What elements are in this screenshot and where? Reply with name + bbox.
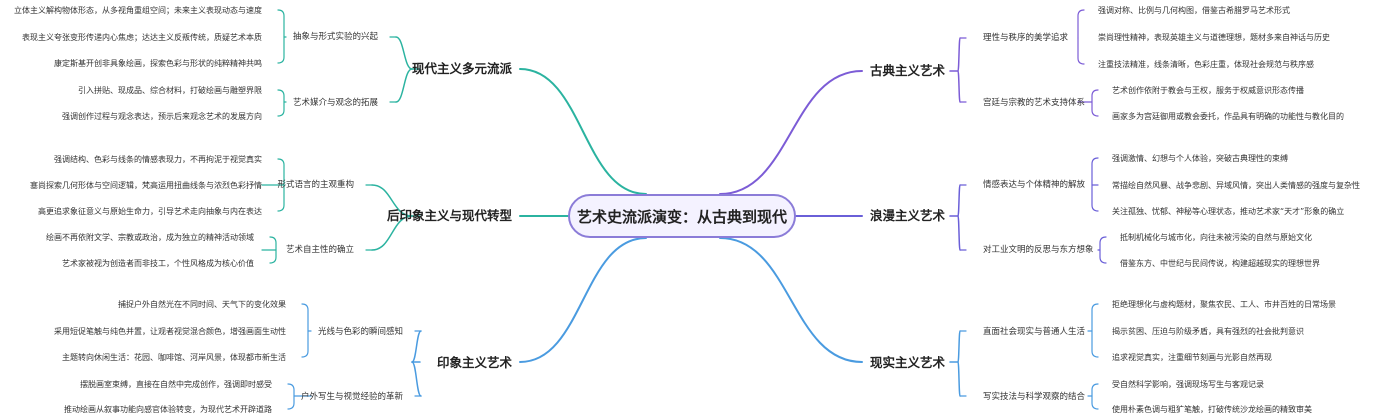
leaf-topic[interactable]: 表现主义夸张变形传递内心焦虑；达达主义反叛传统，质疑艺术本质 [22,33,262,42]
root-topic[interactable]: 艺术史流派演变：从古典到现代 [568,194,796,238]
leaf-topic[interactable]: 强调创作过程与观念表达，预示后来观念艺术的发展方向 [62,112,262,121]
sub-topic[interactable]: 形式语言的主观重构 [277,180,354,190]
branch-romanticism[interactable]: 浪漫主义艺术 [870,208,946,223]
leaf-topic[interactable]: 塞尚探索几何形体与空间逻辑，梵高运用扭曲线条与浓烈色彩抒情 [30,181,262,190]
leaf-bracket [1091,383,1099,410]
sub-topic[interactable]: 理性与秩序的美学追求 [983,33,1069,43]
leaf-topic[interactable]: 艺术创作依附于教会与王权，服务于权威意识形态传播 [1112,86,1304,95]
sub-connector [411,361,422,397]
leaf-topic[interactable]: 高更追求象征意义与原始生命力，引导艺术走向抽象与内在表达 [38,207,262,216]
sub-topic[interactable]: 户外写生与视觉经验的革新 [300,392,403,402]
leaf-topic[interactable]: 关注孤独、忧郁、神秘等心理状态，推动艺术家“天才”形象的确立 [1112,207,1345,216]
leaf-bracket [1077,9,1085,65]
branch-realism[interactable]: 现实主义艺术 [870,355,946,370]
sub-topic[interactable]: 写实技法与科学观察的结合 [983,392,1086,402]
leaf-topic[interactable]: 受自然科学影响，强调现场写生与客观记录 [1112,380,1264,389]
leaf-bracket [301,303,309,358]
leaf-topic[interactable]: 画家多为宫廷御用或教会委托，作品具有明确的功能性与教化目的 [1112,112,1344,121]
sub-topic[interactable]: 情感表达与个体精神的解放 [983,180,1086,190]
leaf-topic[interactable]: 强调激情、幻想与个人体验，突破古典理性的束缚 [1112,154,1288,163]
branch-connector [719,70,863,195]
sub-connector [957,361,961,397]
sub-connector [957,184,961,217]
sub-topic[interactable]: 抽象与形式实验的兴起 [292,32,378,42]
leaf-topic[interactable]: 绘画不再依附文学、宗教或政治，成为独立的精神活动领域 [46,233,254,242]
leaf-bracket [287,383,295,410]
branch-classicism[interactable]: 古典主义艺术 [870,63,946,78]
leaf-bracket [1091,303,1099,358]
leaf-topic[interactable]: 崇尚理性精神，表现英雄主义与道德理想，题材多来自神话与历史 [1098,33,1330,42]
leaf-bracket [277,158,285,212]
leaf-topic[interactable]: 艺术家被视为创造者而非技工，个性风格成为核心价值 [62,259,254,268]
sub-topic[interactable]: 光线与色彩的瞬间感知 [317,327,403,337]
leaf-topic[interactable]: 抵制机械化与城市化，向往未被污染的自然与原始文化 [1120,233,1312,242]
leaf-bracket [277,89,285,117]
leaf-bracket [269,236,277,264]
leaf-topic[interactable]: 推动绘画从叙事功能向感官体验转变，为现代艺术开辟道路 [64,405,272,414]
leaf-topic[interactable]: 使用朴素色调与粗犷笔触，打破传统沙龙绘画的精致审美 [1112,405,1312,414]
branch-connector [719,237,863,363]
leaf-topic[interactable]: 摆脱画室束缚，直接在自然中完成创作，强调即时感受 [80,380,272,389]
leaf-topic[interactable]: 康定斯基开创非具象绘画，探索色彩与形状的纯粹精神共鸣 [54,59,262,68]
leaf-bracket [1099,236,1107,264]
sub-topic[interactable]: 艺术媒介与观念的拓展 [292,98,378,108]
leaf-topic[interactable]: 揭示贫困、压迫与阶级矛盾，具有强烈的社会批判意识 [1112,327,1304,336]
leaf-topic[interactable]: 主题转向休闲生活：花园、咖啡馆、河岸风景，体现都市新生活 [62,353,286,362]
leaf-topic[interactable]: 采用短促笔触与纯色并置，让观者视觉混合颜色，增强画面生动性 [54,327,286,336]
leaf-topic[interactable]: 强调对称、比例与几何构图，借鉴古希腊罗马艺术形式 [1098,6,1290,15]
leaf-topic[interactable]: 引入拼贴、现成品、综合材料，打破绘画与雕塑界限 [78,86,262,95]
leaf-bracket [1091,157,1099,212]
sub-topic[interactable]: 对工业文明的反思与东方想象 [983,245,1094,255]
sub-connector [395,68,413,103]
leaf-topic[interactable]: 追求视觉真实，注重细节刻画与光影自然再现 [1112,353,1272,362]
leaf-bracket [1091,89,1099,117]
branch-modernism[interactable]: 现代主义多元流派 [411,61,512,76]
leaf-bracket [277,9,285,64]
leaf-topic[interactable]: 捕捉户外自然光在不同时间、天气下的变化效果 [118,300,286,309]
sub-connector [371,184,413,217]
sub-connector [957,37,961,72]
sub-connector [957,70,961,103]
branch-post-impressionism[interactable]: 后印象主义与现代转型 [386,208,512,223]
leaf-topic[interactable]: 注重技法精准，线条清晰，色彩庄重，体现社会规范与秩序感 [1098,60,1314,69]
sub-connector [395,36,413,70]
leaf-topic[interactable]: 立体主义解构物体形态，从多视角重组空间；未来主义表现动态与速度 [14,6,262,15]
sub-topic[interactable]: 直面社会现实与普通人生活 [983,327,1086,337]
leaf-topic[interactable]: 常描绘自然风暴、战争悲剧、异域风情，突出人类情感的强度与复杂性 [1112,181,1360,190]
branch-impressionism[interactable]: 印象主义艺术 [436,355,512,370]
sub-connector [957,330,961,363]
sub-connector [411,330,422,363]
leaf-topic[interactable]: 拒绝理想化与虚构题材，聚焦农民、工人、市井百姓的日常场景 [1112,300,1336,309]
branch-connector [519,237,647,363]
sub-connector [957,215,961,251]
branch-connector [519,68,647,195]
leaf-topic[interactable]: 借鉴东方、中世纪与民间传说，构建超越现实的理想世界 [1120,259,1320,268]
sub-topic[interactable]: 艺术自主性的确立 [285,245,354,255]
sub-connector [371,215,413,251]
leaf-topic[interactable]: 强调结构、色彩与线条的情感表现力，不再拘泥于视觉真实 [54,155,262,164]
sub-topic[interactable]: 宫廷与宗教的艺术支持体系 [983,98,1086,108]
